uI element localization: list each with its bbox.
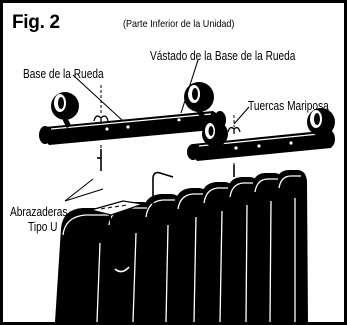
bolt <box>97 149 235 177</box>
u-clamp-lower <box>114 266 130 273</box>
u-clamp <box>148 171 174 216</box>
callout-wheel-base: Base de la Rueda <box>23 66 104 81</box>
callout-wheel-base-stem: Vástado de la Base de la Rueda <box>150 48 296 63</box>
caster-wheel <box>202 121 228 147</box>
caster-wheel <box>184 82 214 119</box>
wing-nut <box>93 115 109 124</box>
caster-wheel <box>51 92 79 129</box>
radiator-fin <box>139 194 183 322</box>
wing-nut <box>227 126 241 134</box>
figure-note: (Parte Inferior de la Unidad) <box>123 18 235 30</box>
assembly-illustration <box>39 59 335 322</box>
wheel-base-right <box>187 130 335 161</box>
wheel-base-left <box>39 111 226 145</box>
u-clamp-right <box>286 182 297 193</box>
radiator-body <box>55 170 308 322</box>
callout-wing-nuts: Tuercas Mariposa <box>248 98 329 113</box>
caster-wheel <box>307 108 335 136</box>
figure-label: Fig. 2 <box>12 12 60 33</box>
leader-lines <box>64 59 250 202</box>
callout-u-clamps-line1: Abrazaderas <box>10 204 68 219</box>
callout-u-clamps-line2: Tipo U <box>28 219 58 234</box>
radiator-fin <box>273 170 308 322</box>
